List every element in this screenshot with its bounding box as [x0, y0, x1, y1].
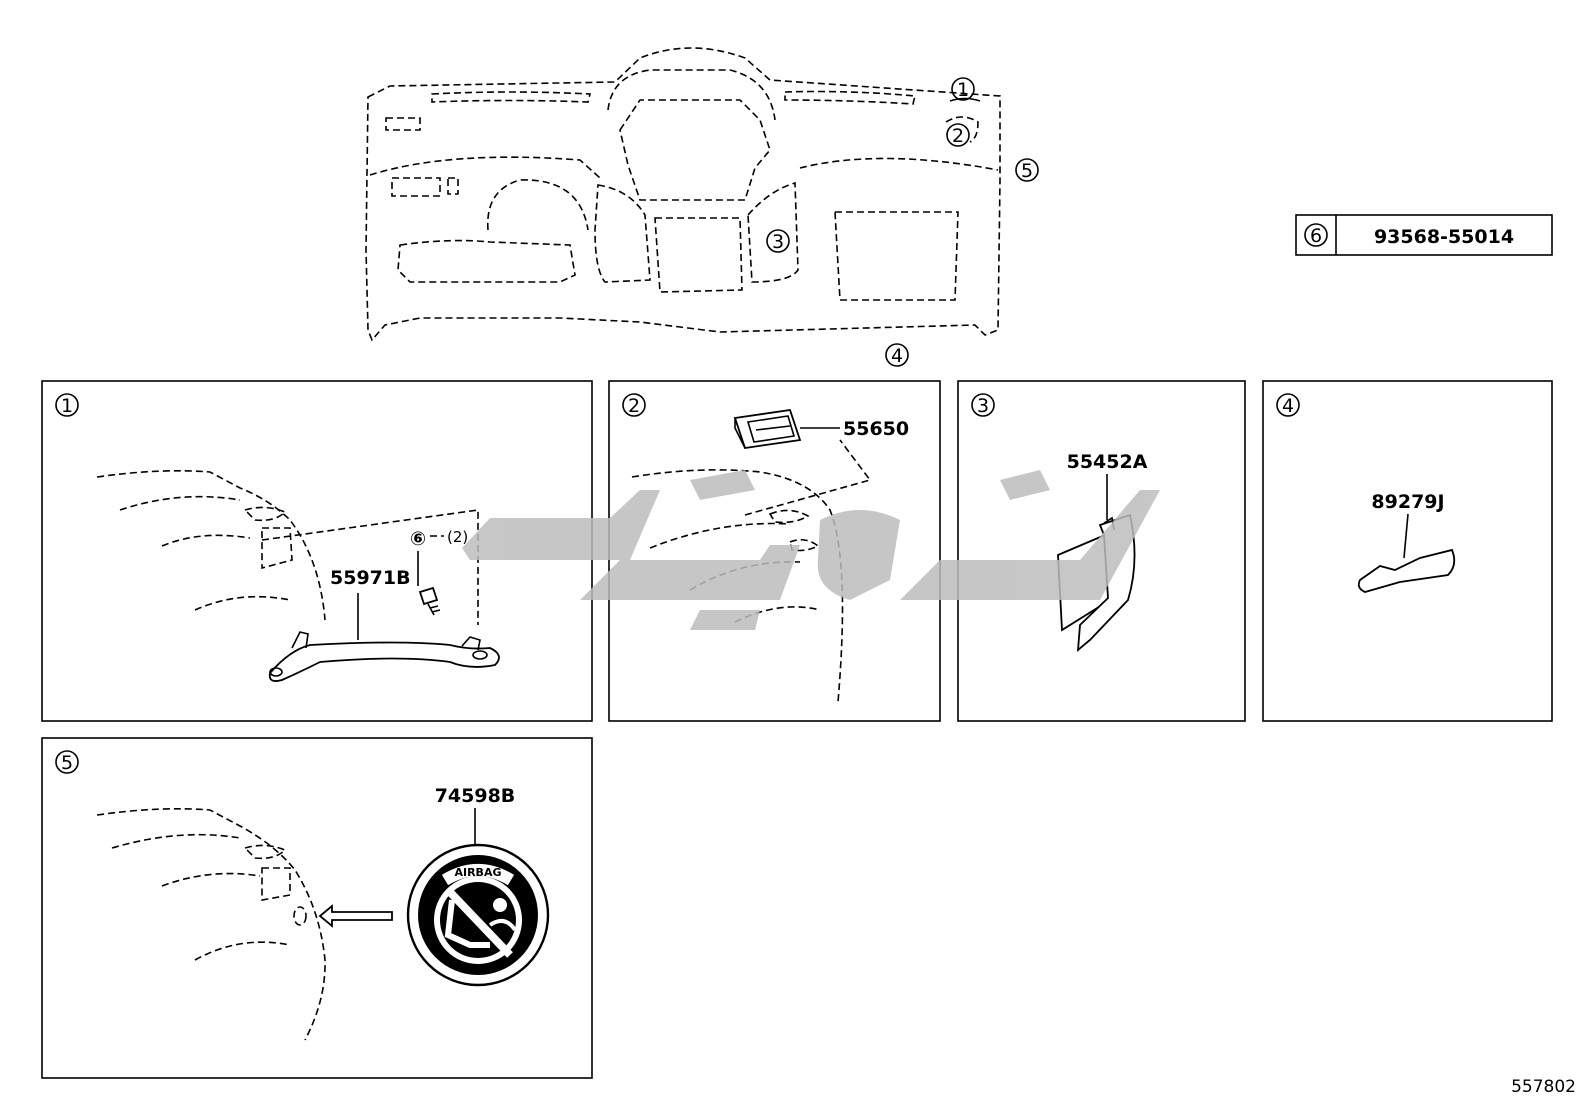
part-55452a[interactable]: 55452A — [1067, 451, 1148, 473]
callout-4[interactable]: 4 — [885, 343, 909, 367]
detail-panel-5: 5 AIRBAG 74598B — [41, 737, 593, 1079]
svg-text:3: 3 — [977, 395, 989, 417]
callout-3[interactable]: 3 — [766, 229, 790, 253]
part-55650[interactable]: 55650 — [843, 418, 909, 440]
svg-text:5: 5 — [1021, 160, 1033, 182]
svg-text:2: 2 — [628, 395, 640, 417]
bolt-part-number[interactable]: 93568-55014 — [1374, 226, 1514, 248]
watermark: ﮔﻮﭘﺎﺭ — [462, 470, 1160, 630]
part-89279j[interactable]: 89279J — [1371, 491, 1444, 513]
detail-panel-4: 4 89279J — [1262, 380, 1553, 722]
callout-2[interactable]: 2 — [946, 123, 970, 147]
svg-text:2: 2 — [952, 125, 964, 147]
airbag-warning-label: AIRBAG — [406, 843, 550, 987]
watermark-text: ﮔﻮﭘﺎﺭ — [788, 559, 792, 561]
svg-text:5: 5 — [61, 752, 73, 774]
quantity-2: (2) — [447, 528, 468, 546]
bolt-table: 6 93568-55014 — [1295, 214, 1553, 256]
svg-text:3: 3 — [772, 231, 784, 253]
part-74598b[interactable]: 74598B — [435, 785, 516, 807]
detail-panel-1: 1 55971B ⑥ (2) — [41, 380, 593, 722]
part-ref-6[interactable]: ⑥ — [410, 528, 426, 550]
dashboard-overview: 1 2 3 4 5 — [365, 47, 1039, 367]
part-55971b[interactable]: 55971B — [330, 567, 411, 589]
svg-text:6: 6 — [1310, 225, 1322, 247]
callout-1[interactable]: 1 — [951, 77, 975, 101]
callout-5[interactable]: 5 — [1015, 158, 1039, 182]
airbag-label-text: AIRBAG — [454, 866, 501, 879]
svg-text:4: 4 — [891, 345, 903, 367]
svg-text:1: 1 — [61, 395, 73, 417]
figure-number: 557802 — [1511, 1077, 1576, 1097]
svg-text:1: 1 — [957, 79, 969, 101]
svg-text:4: 4 — [1282, 395, 1294, 417]
